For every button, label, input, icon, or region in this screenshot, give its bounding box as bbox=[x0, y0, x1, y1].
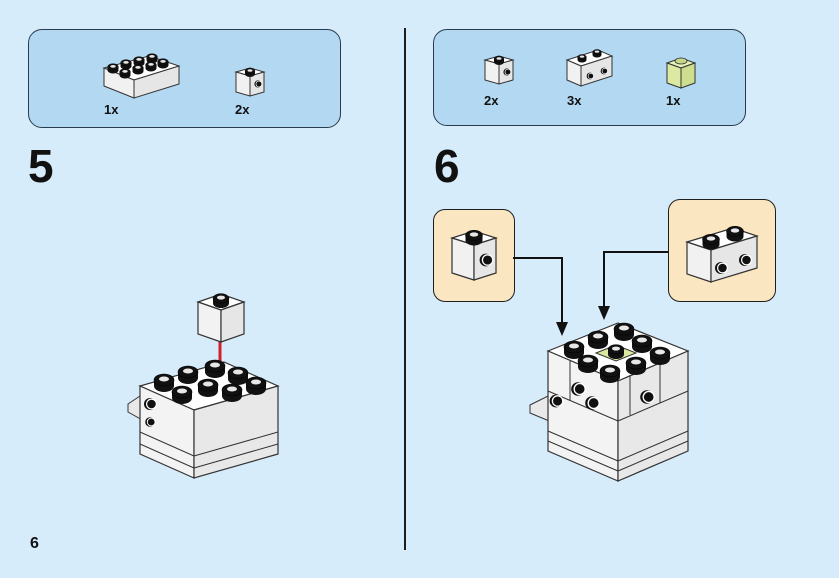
step-6-part-2-qty: 3x bbox=[567, 93, 582, 108]
white-brick-1x2-side-studs-icon bbox=[565, 49, 614, 87]
lime-plate-1x1-icon bbox=[665, 57, 697, 89]
step-5-parts-box: 1x 2x bbox=[28, 29, 341, 128]
page-number: 6 bbox=[30, 535, 39, 552]
page-divider bbox=[404, 28, 406, 550]
step-6-part-3-qty: 1x bbox=[666, 93, 681, 108]
white-brick-1x1-side-stud-icon bbox=[234, 67, 266, 97]
step-5-number: 5 bbox=[28, 140, 54, 192]
step-5-part-1-qty: 1x bbox=[104, 102, 119, 117]
step-5-part-2-qty: 2x bbox=[235, 102, 250, 117]
white-brick-2x4-icon bbox=[102, 53, 181, 99]
step-6-part-1-qty: 2x bbox=[484, 93, 499, 108]
white-brick-1x2-side-studs-icon bbox=[685, 225, 759, 283]
step-6-number: 6 bbox=[434, 140, 460, 192]
step-5-assembly-illustration bbox=[127, 293, 280, 479]
white-brick-1x1-side-stud-icon bbox=[450, 229, 498, 281]
callout-side-stud-brick bbox=[433, 209, 515, 302]
white-brick-1x1-side-stud-icon bbox=[483, 55, 515, 85]
step-6-assembly-illustration bbox=[529, 322, 690, 482]
step-6-parts-box: 2x 3x 1x bbox=[433, 29, 746, 126]
callout-side-studs-brick bbox=[668, 199, 776, 302]
